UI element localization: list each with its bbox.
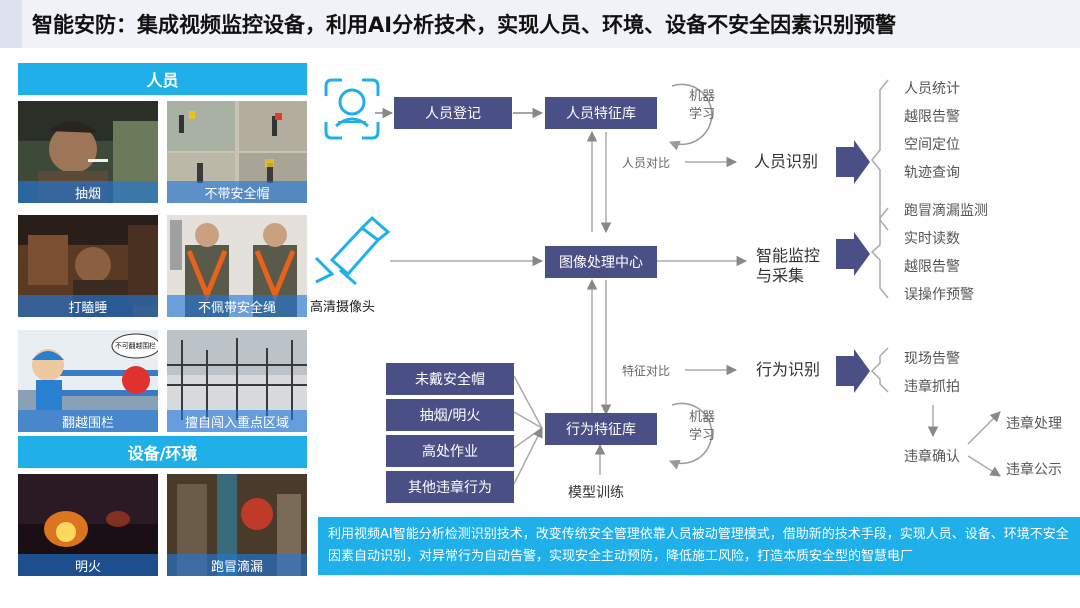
feature-compare-label: 特征对比	[622, 362, 670, 379]
person-compare-label: 人员对比	[622, 154, 670, 171]
violation-action-1: 违章处理	[1006, 413, 1062, 433]
system-diagram: 人员登记 人员特征库 机器 学习 人员对比 人员识别 人员统计 越限告警 空间定…	[310, 60, 1080, 515]
person-register-box: 人员登记	[394, 97, 512, 129]
photo-open-fire: 明火	[18, 474, 158, 576]
title-bar: 智能安防：集成视频监控设备，利用AI分析技术，实现人员、环境、设备不安全因素识别…	[0, 0, 1080, 48]
photo-leakage: 跑冒滴漏	[167, 474, 307, 576]
photo-no-safety-rope: 不佩带安全绳	[167, 215, 307, 317]
behavior-item: 抽烟/明火	[386, 399, 514, 431]
person-output-2: 越限告警	[904, 106, 960, 126]
fence-sign-text: 不可翻越围栏	[115, 341, 152, 350]
camera-icon	[316, 218, 388, 284]
behavior-output-1: 现场告警	[904, 348, 960, 368]
photo-caption: 跑冒滴漏	[167, 554, 307, 576]
face-recognition-icon	[326, 80, 378, 138]
monitor-output-4: 误操作预警	[904, 284, 974, 304]
photo-smoking: 抽烟	[18, 101, 158, 203]
photo-dozing: 打瞌睡	[18, 215, 158, 317]
page-title: 智能安防：集成视频监控设备，利用AI分析技术，实现人员、环境、设备不安全因素识别…	[32, 9, 896, 39]
photo-no-helmet: 不带安全帽	[167, 101, 307, 203]
behavior-item: 未戴安全帽	[386, 363, 514, 395]
machine-learning-bottom-label: 机器 学习	[685, 409, 719, 445]
monitor-output-1: 跑冒滴漏监测	[904, 200, 988, 220]
behavior-identify-label: 行为识别	[756, 360, 820, 380]
camera-label: 高清摄像头	[310, 296, 375, 315]
person-feature-library-box: 人员特征库	[545, 97, 657, 129]
equipment-header: 设备/环境	[18, 436, 307, 468]
image-processing-center-box: 图像处理中心	[545, 246, 657, 278]
photo-caption: 抽烟	[18, 181, 158, 203]
person-output-1: 人员统计	[904, 78, 960, 98]
violation-confirm-label: 违章确认	[904, 446, 960, 466]
monitor-output-3: 越限告警	[904, 256, 960, 276]
photo-caption: 打瞌睡	[18, 295, 158, 317]
photo-caption: 擅自闯入重点区域	[167, 410, 307, 432]
behavior-item: 其他违章行为	[386, 471, 514, 503]
person-identify-label: 人员识别	[754, 152, 818, 172]
photo-restricted-area: 擅自闯入重点区域	[167, 330, 307, 432]
summary-banner: 利用视频AI智能分析检测识别技术，改变传统安全管理依靠人员被动管理模式，借助新的…	[318, 517, 1080, 575]
behavior-item: 高处作业	[386, 435, 514, 467]
photo-caption: 不佩带安全绳	[167, 295, 307, 317]
behavior-feature-library-box: 行为特征库	[545, 413, 657, 445]
person-output-4: 轨迹查询	[904, 162, 960, 182]
title-accent	[0, 0, 22, 48]
photo-caption: 翻越围栏	[18, 410, 158, 432]
photo-caption: 明火	[18, 554, 158, 576]
behavior-output-2: 违章抓拍	[904, 376, 960, 396]
person-output-3: 空间定位	[904, 134, 960, 154]
photo-climbing-fence: 不可翻越围栏 翻越围栏	[18, 330, 158, 432]
photo-caption: 不带安全帽	[167, 181, 307, 203]
machine-learning-top-label: 机器 学习	[685, 88, 719, 124]
model-training-label: 模型训练	[568, 482, 624, 502]
monitor-output-2: 实时读数	[904, 228, 960, 248]
smart-monitor-label: 智能监控 与采集	[756, 246, 820, 286]
violation-action-2: 违章公示	[1006, 459, 1062, 479]
personnel-header: 人员	[18, 63, 307, 95]
